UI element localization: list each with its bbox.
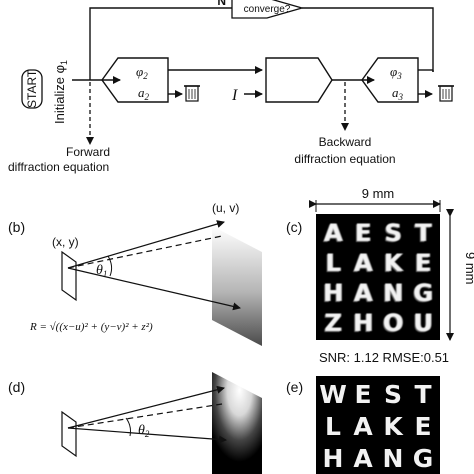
start-label: START	[25, 69, 39, 108]
width-label: 9 mm	[362, 186, 395, 201]
distance-formula: R = √((x−u)² + (y−v)² + z²)	[29, 321, 153, 333]
loop-top-left-line	[89, 7, 232, 72]
letter-cell: U	[413, 309, 433, 337]
theta1-label: θ1	[96, 263, 107, 279]
letter-cell: W	[319, 380, 347, 409]
backward-label-line2: diffraction equation	[294, 152, 395, 166]
panel-b-label: (b)	[8, 219, 25, 235]
panel-c: (c) 9 mm 9 mm SNR: 1.12 RMSE:0.51	[286, 186, 474, 365]
loop-diagram: converge? N START Initialize φ1 φ2 a2 I	[8, 0, 454, 174]
start-terminal	[21, 69, 43, 109]
metrics-label: SNR: 1.12 RMSE:0.51	[319, 350, 449, 365]
ray-d-dashed	[67, 403, 223, 429]
trash-icon	[184, 85, 200, 102]
loop-no-label: N	[217, 0, 226, 8]
panel-d: (d) θ2	[8, 372, 262, 474]
uv-label: (u, v)	[212, 201, 239, 215]
letter-cell: G	[412, 444, 434, 473]
converge-decision-box	[231, 0, 305, 19]
theta2-label: θ2	[138, 423, 150, 439]
a3-label: a3	[392, 85, 404, 102]
panel-d-label: (d)	[8, 379, 25, 395]
ray-d-upper	[67, 385, 225, 429]
ray-b-upper	[67, 220, 225, 269]
ray-b-dashed	[67, 235, 223, 269]
letter-cell: O	[382, 309, 404, 337]
letter-cell: S	[384, 219, 402, 247]
panel-c-label: (c)	[286, 219, 302, 235]
letter-cell: E	[354, 219, 372, 247]
letter-cell: G	[413, 279, 433, 307]
letter-cell: L	[325, 412, 341, 441]
letter-cell: T	[414, 380, 432, 409]
source-plane-d	[61, 410, 77, 458]
forward-split-box	[101, 57, 169, 103]
forward-label-line2: diffraction equation	[8, 160, 109, 174]
letter-cell: A	[353, 279, 373, 307]
ray-d-lower	[67, 427, 227, 444]
backward-label-line1: Backward	[319, 135, 372, 149]
letter-cell: A	[353, 444, 373, 473]
backward-split-box	[361, 57, 419, 103]
ray-b-lower	[67, 267, 241, 311]
letter-cell: A	[353, 249, 373, 277]
panel-e-label: (e)	[286, 379, 303, 395]
letter-cell: E	[414, 412, 432, 441]
letter-cell: N	[382, 444, 404, 473]
target-plane-d	[212, 372, 262, 474]
letter-cell: H	[322, 279, 344, 307]
letter-cell: K	[383, 249, 403, 277]
letter-cell: A	[353, 412, 373, 441]
loop-top-right-line	[302, 7, 434, 72]
panel-b: (b) (x, y) (u, v) θ1 R = √((x−u)² + (y−v…	[8, 201, 262, 346]
phi2-label: φ2	[136, 64, 148, 81]
letter-cell: L	[325, 249, 341, 277]
letter-cell: N	[382, 279, 404, 307]
letter-cell: Z	[324, 309, 342, 337]
height-label: 9 mm	[463, 252, 474, 285]
combine-box	[265, 57, 333, 103]
letter-cell: A	[323, 219, 343, 247]
input-I-label: I	[231, 87, 238, 104]
letter-cell: H	[352, 309, 374, 337]
letter-cell: E	[354, 380, 372, 409]
letter-cell: S	[383, 380, 402, 409]
letter-cell: H	[322, 444, 344, 473]
phi3-label: φ3	[390, 64, 402, 81]
target-plane-b	[212, 226, 262, 346]
a2-label: a2	[138, 85, 150, 102]
letter-cell: K	[383, 412, 403, 441]
forward-label-line1: Forward	[66, 145, 110, 159]
initialize-label: Initialize φ1	[52, 60, 69, 124]
letter-cell: E	[414, 249, 432, 277]
source-plane-b	[61, 250, 77, 302]
letter-cell: T	[414, 219, 432, 247]
xy-label: (x, y)	[52, 235, 79, 249]
converge-label: converge?	[244, 4, 291, 15]
trash-icon	[438, 85, 454, 102]
